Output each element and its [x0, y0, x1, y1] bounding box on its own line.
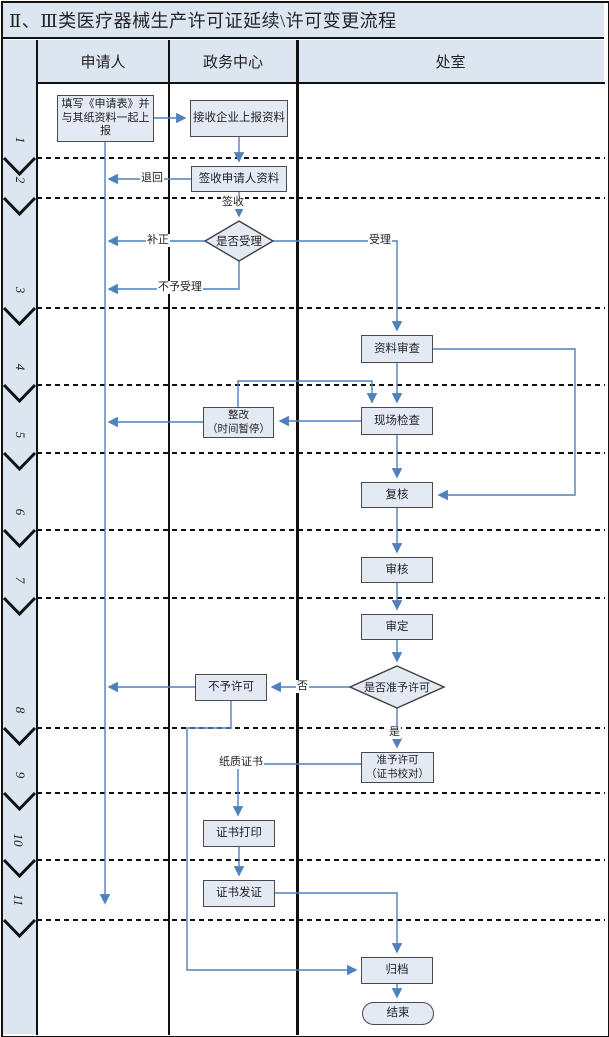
- node-recheck: 复核: [361, 482, 433, 508]
- node-fill-form: 填写《申请表》并 与其纸资料一起上 报: [57, 95, 154, 142]
- column-line-applicant: [168, 40, 170, 1035]
- edge-label-no: 否: [296, 680, 309, 693]
- page-title: Ⅱ、Ⅲ类医疗器械生产许可证延续\许可变更流程: [9, 11, 397, 31]
- node-determine: 审定: [361, 614, 433, 640]
- lane-chevrons: [2, 156, 37, 939]
- node-sign-receive: 签收申请人资料: [191, 166, 287, 192]
- header-service-center: 政务中心: [169, 40, 297, 83]
- accept-decision-diamond: [203, 220, 275, 262]
- node-accept-decision: 是否受理: [216, 236, 262, 248]
- lane-divider-lines: [37, 157, 605, 921]
- edge-label-return: 退回: [140, 172, 164, 185]
- header-lane-band: [3, 40, 37, 83]
- grant-decision-diamond: [348, 665, 446, 709]
- node-receive-materials: 接收企业上报资料: [190, 100, 288, 137]
- header-office: 处室: [297, 40, 604, 83]
- edge-label-yes: 是: [388, 726, 401, 739]
- node-no-license: 不予许可: [195, 674, 267, 701]
- node-end: 结束: [362, 1002, 434, 1025]
- node-site-inspection: 现场检查: [361, 407, 433, 435]
- node-grant-license: 准予许可 （证书校对）: [361, 752, 434, 783]
- flow-arrows: [99, 112, 576, 999]
- node-archive: 归档: [361, 957, 433, 984]
- column-line-office: [296, 40, 299, 1035]
- edge-label-sign: 签收: [221, 196, 245, 209]
- node-rectify: 整改 （时间暂停）: [203, 407, 274, 438]
- node-data-review: 资料审查: [361, 335, 433, 363]
- edge-label-accept: 受理: [368, 234, 392, 247]
- edge-label-supplement: 补正: [146, 234, 170, 247]
- header-applicant: 申请人: [37, 40, 169, 83]
- node-cert-issue: 证书发证: [203, 880, 275, 907]
- node-review: 审核: [361, 557, 433, 583]
- header-divider: [37, 82, 605, 84]
- edge-label-not-accept: 不予受理: [157, 281, 203, 294]
- title-bar: Ⅱ、Ⅲ类医疗器械生产许可证延续\许可变更流程: [3, 3, 604, 39]
- decision-shapes: [203, 220, 446, 709]
- edge-label-paper-cert: 纸质证书: [218, 756, 264, 769]
- node-cert-print: 证书打印: [203, 820, 275, 847]
- node-grant-decision: 是否准予许可: [364, 682, 430, 694]
- column-line-band: [36, 40, 38, 1035]
